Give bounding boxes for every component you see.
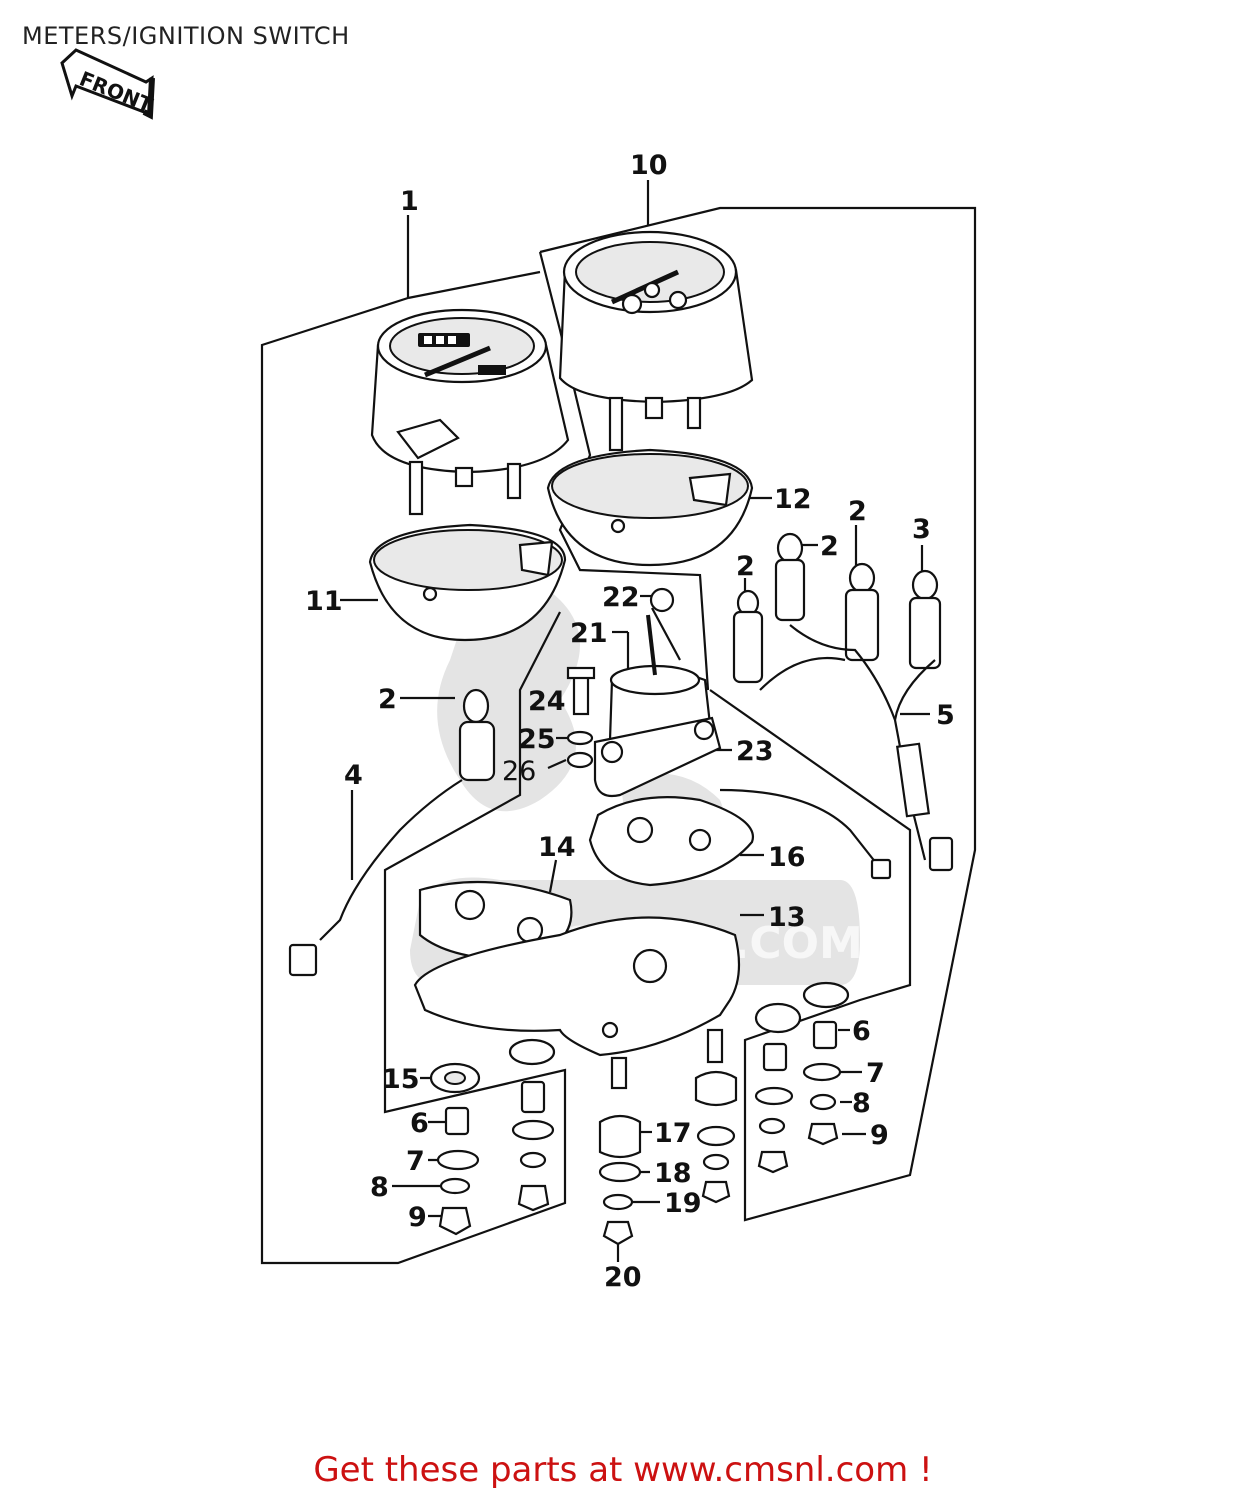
callout-23: 23: [736, 736, 774, 767]
hardware-center: [598, 1070, 738, 1246]
callout-22: 22: [602, 582, 640, 613]
mounting-plates: [413, 796, 755, 1090]
callout-21: 21: [570, 618, 608, 649]
callout-14: 14: [538, 832, 576, 863]
ignition-switch: [566, 587, 892, 880]
callout-2: 2: [736, 551, 755, 582]
callout-6: 6: [852, 1016, 871, 1047]
callout-8: 8: [852, 1088, 871, 1119]
meter-case-left: [368, 523, 567, 642]
callout-4: 4: [344, 760, 363, 791]
meter-case-right: [546, 448, 754, 567]
callout-20: 20: [604, 1262, 642, 1293]
callout-3: 3: [912, 514, 931, 545]
hardware-right: [754, 981, 850, 1174]
callout-labels: 1 10 12 2 2 2 3 11 22 21 2 24 5 25 23 26…: [305, 150, 955, 1293]
callout-13: 13: [768, 902, 806, 933]
callout-2: 2: [378, 684, 397, 715]
callout-9: 9: [408, 1202, 427, 1233]
front-arrow-icon: FRONT: [60, 48, 156, 120]
callout-8: 8: [370, 1172, 389, 1203]
callout-2: 2: [820, 531, 839, 562]
callout-7: 7: [406, 1146, 425, 1177]
callout-10: 10: [630, 150, 668, 181]
callout-24: 24: [528, 686, 566, 717]
assembly-outline: [260, 206, 977, 1265]
callout-16: 16: [768, 842, 806, 873]
callout-17: 17: [654, 1118, 692, 1149]
parts-diagram: CMSNL.COM FRONT: [60, 48, 977, 1293]
hardware-left: [429, 1038, 556, 1236]
callout-9: 9: [870, 1120, 889, 1151]
callout-11: 11: [305, 586, 343, 617]
tachometer: [558, 230, 754, 452]
callout-19: 19: [664, 1188, 702, 1219]
bulb-left-harness: [288, 688, 496, 977]
page-title: METERS/IGNITION SWITCH: [22, 22, 350, 50]
callout-15: 15: [382, 1064, 420, 1095]
indicator-bulbs: [732, 532, 954, 872]
callout-12: 12: [774, 484, 812, 515]
callout-18: 18: [654, 1158, 692, 1189]
cmsnl-footer-link[interactable]: Get these parts at www.cmsnl.com !: [313, 1450, 933, 1490]
callout-1: 1: [400, 186, 419, 217]
callout-2: 2: [848, 496, 867, 527]
callout-7: 7: [866, 1058, 885, 1089]
callout-6: 6: [410, 1108, 429, 1139]
callout-26: 26: [502, 756, 536, 787]
callout-5: 5: [936, 700, 955, 731]
callout-25: 25: [518, 724, 556, 755]
speedometer: [370, 308, 570, 516]
